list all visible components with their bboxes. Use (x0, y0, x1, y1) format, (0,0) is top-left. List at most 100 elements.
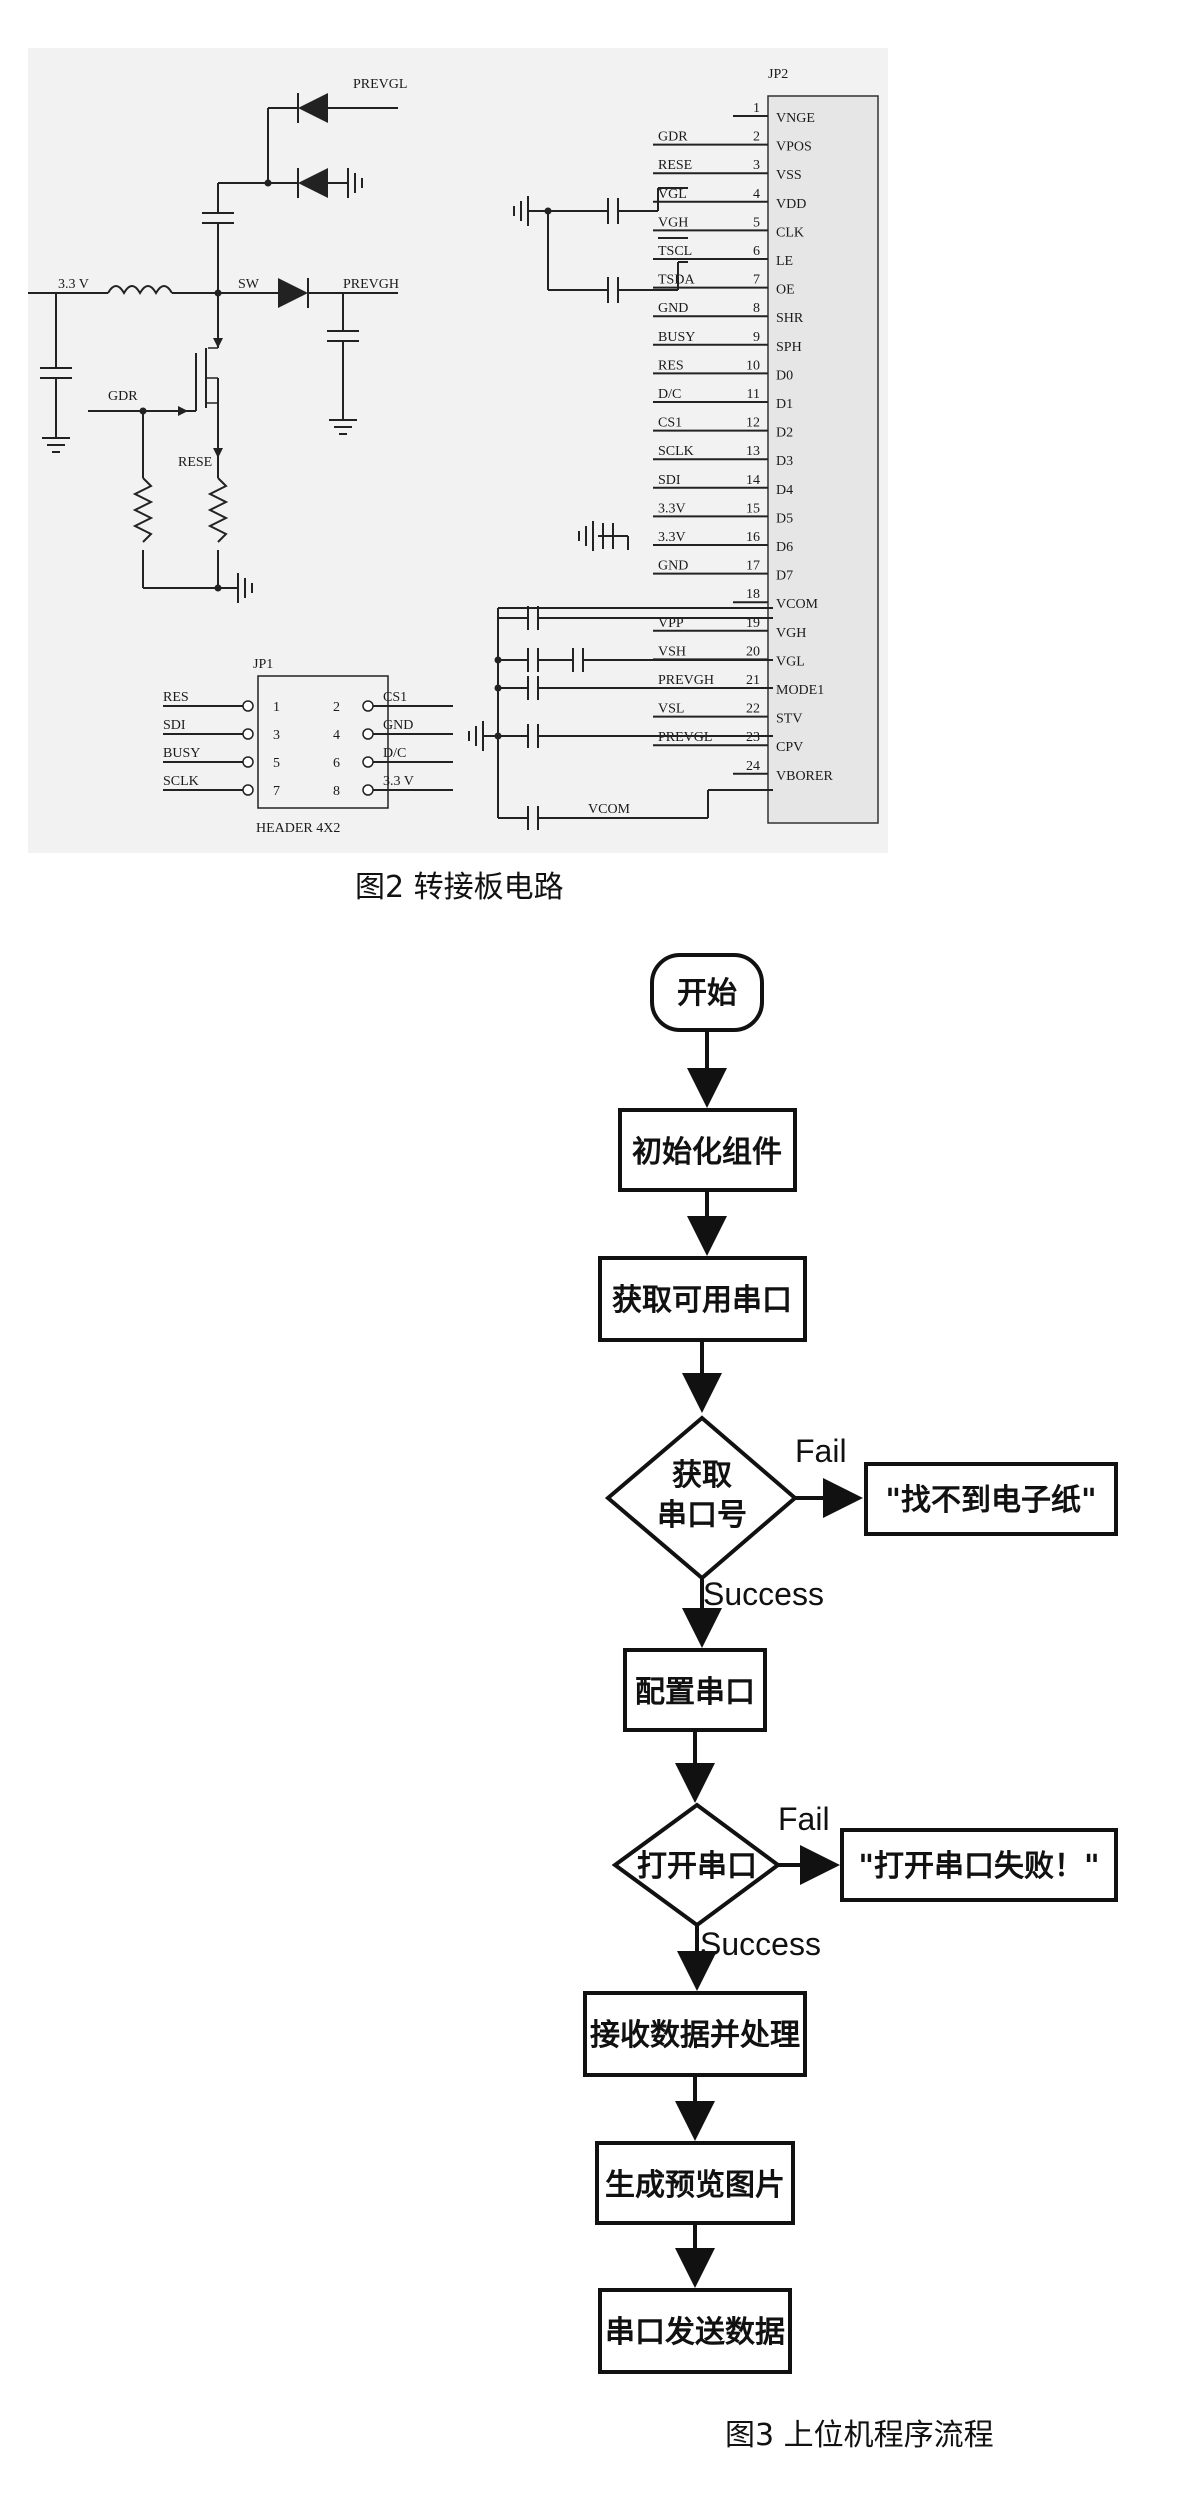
jp2-pin-name: CLK (776, 225, 804, 240)
jp2-pin-net: GND (658, 301, 688, 316)
flowchart: 开始 初始化组件 获取可用串口 获取 串口号 Fail "找不到电子纸" Suc… (583, 953, 1118, 2374)
jp2-pin-number: 9 (753, 330, 760, 345)
flow-fail-2-text: "打开串口失败！" (858, 1849, 1099, 1884)
jp2-pin-name: D5 (776, 511, 793, 526)
jp2-pin-name: VGL (776, 654, 805, 669)
jp2-pin-name: D3 (776, 454, 793, 469)
label-sw: SW (238, 277, 260, 292)
jp1-body (257, 675, 389, 809)
jp2-pin-number: 14 (746, 473, 760, 488)
flow-fail-1-text: "找不到电子纸" (885, 1483, 1096, 1518)
jp2-pin-number: 12 (746, 416, 760, 431)
jp1-row-4: SCLK 7 8 3.3 V (163, 774, 453, 799)
flow-preview-text: 生成预览图片 (605, 2168, 785, 2203)
flow-init: 初始化组件 (618, 1108, 797, 1192)
success-label-2: Success (700, 1926, 821, 1962)
jp2-pin-number: 4 (753, 187, 760, 202)
figure3-caption: 图3 上位机程序流程 (725, 2418, 994, 2453)
jp1-left-num: 3 (273, 728, 280, 743)
jp2-pin-number: 8 (753, 301, 760, 316)
jp2-pin-number: 10 (746, 358, 760, 373)
jp2-pin-name: D6 (776, 540, 793, 555)
jp2-pin-number: 13 (746, 444, 760, 459)
figure2-caption: 图2 转接板电路 (355, 870, 564, 905)
jp2-pin-number: 20 (746, 644, 760, 659)
jp2-pin-net: SDI (658, 473, 681, 488)
jp2-pin-name: SHR (776, 311, 804, 326)
label-prevgl: PREVGL (353, 77, 407, 92)
jp2-pin-number: 11 (747, 387, 760, 402)
jp2-pin-net: VSL (658, 702, 684, 717)
fail-label-2: Fail (778, 1801, 830, 1837)
jp1-right-net: GND (383, 718, 413, 733)
flow-decision-2-text: 打开串口 (637, 1849, 757, 1884)
jp1-left-net: SCLK (163, 774, 199, 789)
jp2-pin-name: D1 (776, 397, 793, 412)
jp2-pin-net: RESE (658, 158, 692, 173)
jp2-pin-net: BUSY (658, 330, 695, 345)
jp1-right-net: 3.3 V (383, 774, 414, 789)
jp2-pin-net: SCLK (658, 444, 694, 459)
jp2-pin-net: RES (658, 358, 684, 373)
jp2-pin-number: 6 (753, 244, 760, 259)
jp2-pin-net: D/C (658, 387, 681, 402)
jp1-left-net: BUSY (163, 746, 200, 761)
jp2-pin-name: VPOS (776, 140, 812, 155)
jp2-pin-number: 18 (746, 587, 760, 602)
jp2-pin-name: VCOM (776, 597, 819, 612)
jp1-row-1: RES 1 2 CS1 (163, 690, 453, 715)
schematic-panel: 3.3 V SW PREVGL PREVGH (28, 48, 888, 853)
jp2-pin-number: 22 (746, 702, 760, 717)
jp2-pin-number: 21 (746, 673, 760, 688)
diode-prevgl (298, 93, 328, 123)
flow-fail-2: "打开串口失败！" (840, 1828, 1118, 1902)
jp1-right-num: 6 (333, 756, 340, 771)
flow-config-port-text: 配置串口 (635, 1675, 755, 1710)
jp2-pin-net: 3.3V (658, 530, 686, 545)
jp2-pin-name: CPV (776, 740, 803, 755)
jp2-pin-net: VSH (658, 644, 686, 659)
flow-decision-1-line2: 串口号 (657, 1498, 747, 1533)
jp2-pin-net: TSDA (658, 273, 695, 288)
jp2-pin-number: 19 (746, 616, 760, 631)
jp2-pin-net: 3.3V (658, 501, 686, 516)
jp1-right-num: 2 (333, 700, 340, 715)
jp2-pin-name: VNGE (776, 111, 815, 126)
jp2-pin-name: VBORER (776, 769, 833, 784)
jp1-right-net: D/C (383, 746, 406, 761)
jp1-row-2: SDI 3 4 GND (163, 718, 453, 743)
jp1-right-num: 4 (333, 728, 340, 743)
flow-receive-text: 接收数据并处理 (590, 2018, 800, 2053)
jp2-pin-name: D0 (776, 368, 793, 383)
diode-ground (298, 168, 328, 198)
flow-decision-1: 获取 串口号 (604, 1415, 799, 1581)
jp1-left-net: SDI (163, 718, 186, 733)
jp2-pin-name: MODE1 (776, 683, 824, 698)
flow-fail-1: "找不到电子纸" (864, 1462, 1118, 1536)
flow-get-ports: 获取可用串口 (598, 1256, 807, 1342)
jp2-pin-name: D2 (776, 426, 793, 441)
flow-receive: 接收数据并处理 (583, 1991, 807, 2077)
flow-config-port: 配置串口 (623, 1648, 767, 1732)
flow-send-text: 串口发送数据 (605, 2315, 785, 2350)
jp1-left-num: 5 (273, 756, 280, 771)
jp2-pin-number: 5 (753, 215, 760, 230)
success-label-1: Success (703, 1576, 824, 1612)
jp2-body (767, 95, 879, 824)
jp1-left-num: 1 (273, 700, 280, 715)
